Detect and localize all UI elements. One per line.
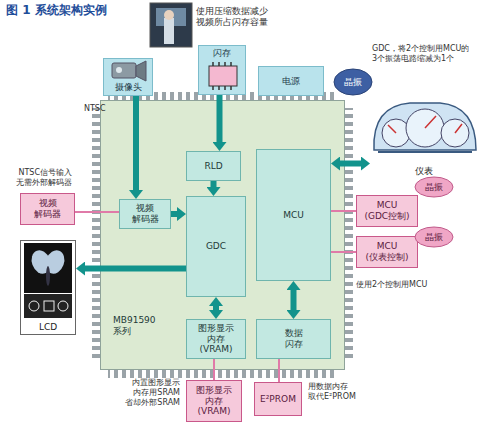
node-label: 数据 闪存 — [279, 328, 308, 350]
lcd-panel: LCD — [20, 240, 76, 335]
node-label: 晶振 — [344, 77, 362, 88]
decoder-block: 视频 解码器 — [119, 199, 171, 229]
crystal-ellipse: 晶振 — [414, 176, 454, 198]
node-label: E²PROM — [260, 394, 296, 405]
node-label: MB91590 系列 — [113, 315, 165, 337]
node-label: RLD — [204, 161, 222, 172]
external-mcu: MCU (GDC控制) — [356, 195, 418, 227]
node-label: 电源 — [282, 76, 300, 87]
node-label: 仪表 — [415, 166, 433, 177]
flash-box: 闪存 — [198, 45, 246, 95]
node-label: 晶振 — [425, 232, 443, 243]
camera-box: 摄像头 — [103, 58, 153, 96]
callout-note: 用数据内存 取代E²PROM — [308, 382, 374, 402]
crystal-ellipse: 晶振 — [414, 226, 454, 248]
node-label: 图形显示 内存 (VRAM) — [192, 323, 240, 355]
node-label: LCD — [39, 322, 57, 333]
figure-title: 图 1 系统架构实例 — [6, 3, 107, 18]
chip-package: MB91590 系列 RLD 视频 解码器 GDC MCU 图形显示 内存 (VRAM) 数… — [100, 100, 345, 370]
gdc-block: GDC — [186, 196, 246, 297]
node-label: 视频 解码器 — [126, 203, 164, 225]
external-decoder: 视频 解码器 — [20, 193, 75, 225]
callout-note: 使用2个控制用MCU — [356, 280, 427, 290]
node-label: 图形显示 内存 (VRAM) — [190, 385, 238, 417]
vram-block: 图形显示 内存 (VRAM) — [186, 319, 246, 359]
node-label: MCU (GDC控制) — [360, 200, 414, 222]
callout-note: GDC，将2个控制用MCU的 3个振荡电路缩减为1个 — [372, 44, 480, 64]
callout-note: 内置图形显示 内存用SRAM 省却外部SRAM — [106, 378, 180, 408]
mcu-block: MCU — [256, 149, 331, 281]
callout-note: NTSC信号输入 无需外部解码器 — [2, 168, 72, 188]
rld-block: RLD — [186, 151, 241, 181]
node-label: 晶振 — [425, 182, 443, 193]
dashboard: 仪表 — [370, 98, 478, 178]
signal-name: NTSC — [84, 104, 106, 114]
external-eeprom: E²PROM — [254, 382, 302, 416]
crystal-ellipse: 晶振 — [333, 68, 373, 96]
node-label: 视频 解码器 — [31, 198, 64, 220]
node-label: GDC — [206, 241, 226, 252]
node-label: 闪存 — [213, 48, 231, 59]
power-box: 电源 — [258, 66, 324, 96]
node-label: MCU (仪表控制) — [360, 241, 414, 263]
node-label: MCU — [283, 210, 304, 221]
external-vram: 图形显示 内存 (VRAM) — [186, 380, 242, 422]
node-label: 摄像头 — [115, 82, 142, 93]
data-flash-block: 数据 闪存 — [256, 319, 331, 359]
callout-note: 使用压缩数据减少 视频所占闪存容量 — [196, 6, 291, 29]
external-mcu: MCU (仪表控制) — [356, 236, 418, 268]
